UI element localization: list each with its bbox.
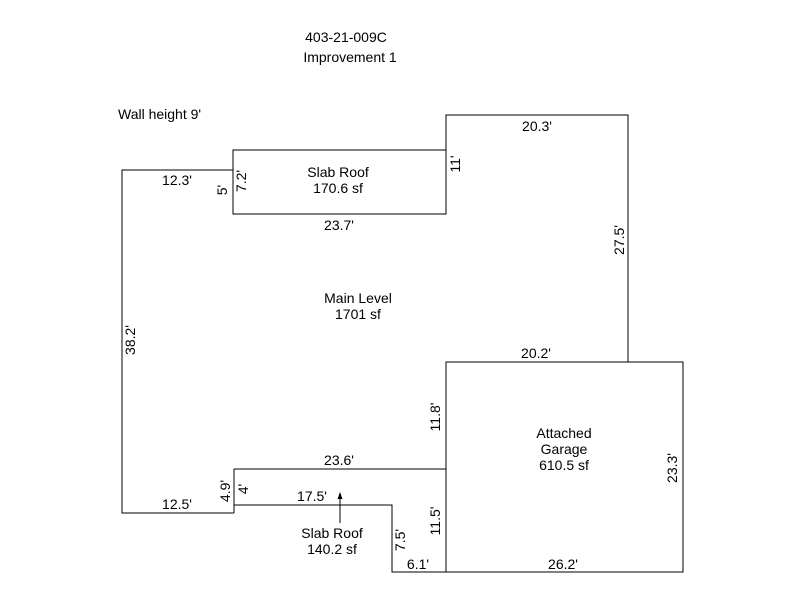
dim-slab-bottom-width: 6.1' — [406, 556, 430, 572]
dim-slab-bottom-top: 17.5' — [297, 488, 327, 504]
dim-slab-bottom-height: 7.5' — [392, 528, 408, 552]
main-level-label: Main Level 1701 sf — [324, 290, 392, 322]
garage-name-line2: Garage — [540, 441, 588, 457]
garage-outline — [445, 361, 684, 573]
main-level-outline — [445, 114, 629, 362]
slab-roof-bottom-outline — [234, 504, 446, 573]
slab-roof-top-size: 170.6 sf — [313, 180, 363, 196]
main-level-name: Main Level — [324, 290, 392, 306]
dim-garage-left-upper: 11.8' — [427, 402, 443, 432]
dim-slab-top-height: 7.2' — [233, 169, 249, 193]
dim-right-side: 27.5' — [611, 225, 627, 255]
dim-main-bottom-step: 23.6' — [324, 452, 354, 468]
dim-garage-bottom: 26.2' — [548, 556, 578, 572]
slab-roof-bottom-name: Slab Roof — [301, 525, 363, 541]
slab-roof-top-name: Slab Roof — [307, 164, 369, 180]
main-level-left-outline — [121, 169, 234, 514]
wall-height-note: Wall height 9' — [118, 106, 202, 122]
dim-bottom-left-offset: 4' — [235, 483, 251, 495]
dim-garage-right: 23.3' — [664, 453, 680, 483]
dim-slab-top-left: 12.3' — [162, 172, 192, 188]
dim-bottom-left-width: 12.5' — [162, 496, 192, 512]
garage-size: 610.5 sf — [539, 457, 589, 473]
dim-slab-top-bottom: 23.7' — [324, 217, 354, 233]
dim-top-right-height: 11' — [447, 155, 463, 173]
garage-label: Attached Garage 610.5 sf — [536, 425, 591, 473]
slab-roof-arrow-head — [337, 492, 343, 499]
dim-bottom-left-height: 4.9' — [217, 479, 233, 503]
slab-roof-top-label: Slab Roof 170.6 sf — [307, 164, 368, 196]
dim-left-side: 38.2' — [122, 325, 138, 355]
main-level-size: 1701 sf — [335, 306, 381, 322]
dim-top-right-width: 20.3' — [522, 118, 552, 134]
improvement-label: Improvement 1 — [303, 49, 397, 65]
slab-roof-top-outline — [232, 149, 447, 215]
dim-garage-top: 20.2' — [521, 345, 551, 361]
dim-garage-left-lower: 11.5' — [427, 506, 443, 536]
dim-slab-top-offset: 5' — [214, 184, 230, 196]
garage-name-line1: Attached — [536, 425, 592, 441]
slab-roof-bottom-label: Slab Roof 140.2 sf — [301, 525, 362, 557]
slab-roof-bottom-size: 140.2 sf — [307, 541, 357, 557]
parcel-id: 403-21-009C — [305, 29, 387, 45]
